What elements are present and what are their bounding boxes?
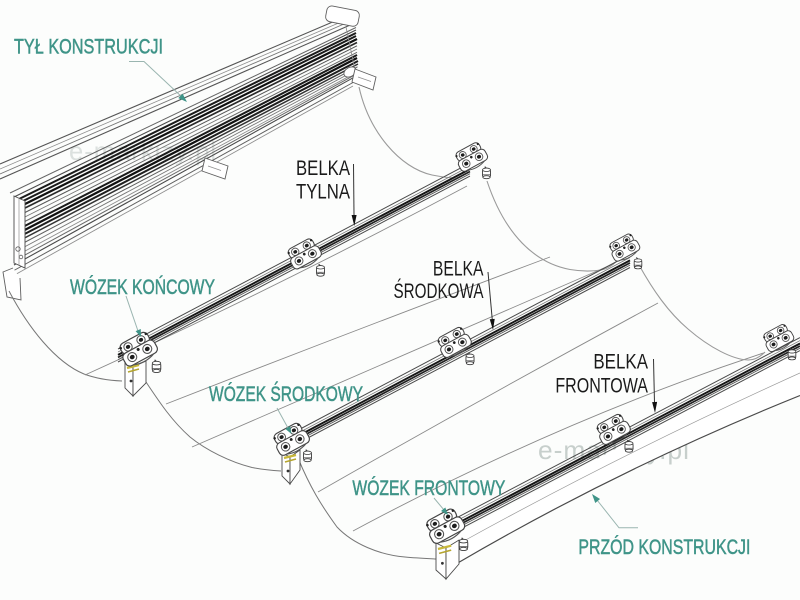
svg-text:ŚRODKOWA: ŚRODKOWA	[394, 278, 484, 303]
svg-text:BELKA: BELKA	[593, 350, 648, 374]
svg-text:WÓZEK FRONTOWY: WÓZEK FRONTOWY	[352, 475, 505, 500]
svg-text:BELKA: BELKA	[296, 156, 351, 180]
svg-text:TYŁ KONSTRUKCJI: TYŁ KONSTRUKCJI	[14, 35, 163, 59]
svg-text:BELKA: BELKA	[433, 257, 484, 281]
svg-text:PRZÓD KONSTRUKCJI: PRZÓD KONSTRUKCJI	[578, 534, 750, 559]
svg-text:TYLNA: TYLNA	[296, 180, 351, 204]
svg-text:FRONTOWA: FRONTOWA	[555, 373, 648, 397]
svg-text:WÓZEK KOŃCOWY: WÓZEK KOŃCOWY	[70, 274, 215, 299]
svg-text:WÓZEK ŚRODKOWY: WÓZEK ŚRODKOWY	[209, 381, 363, 406]
